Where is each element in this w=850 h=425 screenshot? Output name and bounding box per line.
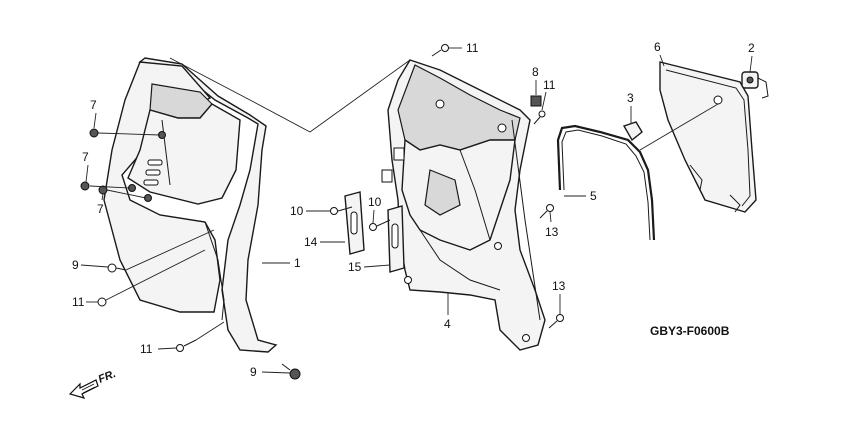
screw-13b [548, 314, 564, 329]
callout-11d: 11 [140, 342, 153, 356]
callout-9a: 9 [72, 258, 79, 272]
callout-4: 4 [444, 317, 451, 331]
callout-5: 5 [590, 189, 597, 203]
callout-10b: 10 [368, 195, 382, 209]
mount-hole [494, 242, 502, 250]
assembly-guide-line [169, 57, 411, 133]
lid-part-6 [659, 61, 757, 213]
callout-11b: 11 [543, 78, 556, 92]
callout-1: 1 [294, 256, 301, 270]
diagram-code: GBY3-F0600B [650, 324, 730, 338]
lock-part-2 [741, 71, 769, 99]
stay-rod-part-5 [556, 124, 656, 241]
callout-2: 2 [748, 41, 755, 55]
callout-9b: 9 [250, 365, 257, 379]
front-cover-part-1 [103, 57, 278, 353]
screw-11a [431, 44, 449, 57]
callout-11a: 11 [466, 41, 479, 55]
callout-13a: 13 [545, 225, 559, 239]
callout-8: 8 [532, 65, 539, 79]
clip-part-3 [622, 121, 643, 142]
callout-11c: 11 [72, 295, 85, 309]
callout-10a: 10 [290, 204, 304, 218]
callout-13b: 13 [552, 279, 566, 293]
callout-7b: 7 [82, 150, 89, 164]
screw-10a [330, 206, 353, 215]
bolt-7a [89, 128, 99, 138]
screw-11c [97, 297, 107, 307]
leader-lines [80, 47, 753, 374]
front-direction-arrow-icon [68, 379, 99, 399]
clip-tab [381, 169, 393, 183]
vent-slot [145, 169, 161, 176]
callout-14: 14 [304, 235, 318, 249]
screw-9b [281, 363, 301, 380]
clip-tab [393, 147, 405, 161]
mount-hole [522, 334, 530, 342]
inner-cover-part-4 [381, 59, 546, 351]
screw-13a [539, 204, 554, 219]
callout-15: 15 [348, 260, 362, 274]
vent-slot [147, 159, 163, 166]
vent-slot [143, 179, 159, 186]
mount-hole [404, 276, 412, 284]
mount-hole [713, 95, 723, 105]
callout-7c: 7 [97, 202, 104, 216]
callout-6: 6 [654, 40, 661, 54]
callout-7a: 7 [90, 98, 97, 112]
plate-part-15 [387, 205, 405, 273]
mount-hole [435, 99, 445, 109]
callout-3: 3 [627, 91, 634, 105]
screw-11d [176, 339, 197, 352]
mount-hole [497, 123, 507, 133]
bolt-8 [530, 95, 542, 107]
screw-11b [533, 110, 546, 125]
front-direction-label: FR. [97, 368, 118, 386]
screw-9a [107, 263, 127, 273]
bolt-7b [80, 181, 90, 191]
screw-10b [369, 219, 391, 231]
plate-part-14 [344, 191, 365, 255]
